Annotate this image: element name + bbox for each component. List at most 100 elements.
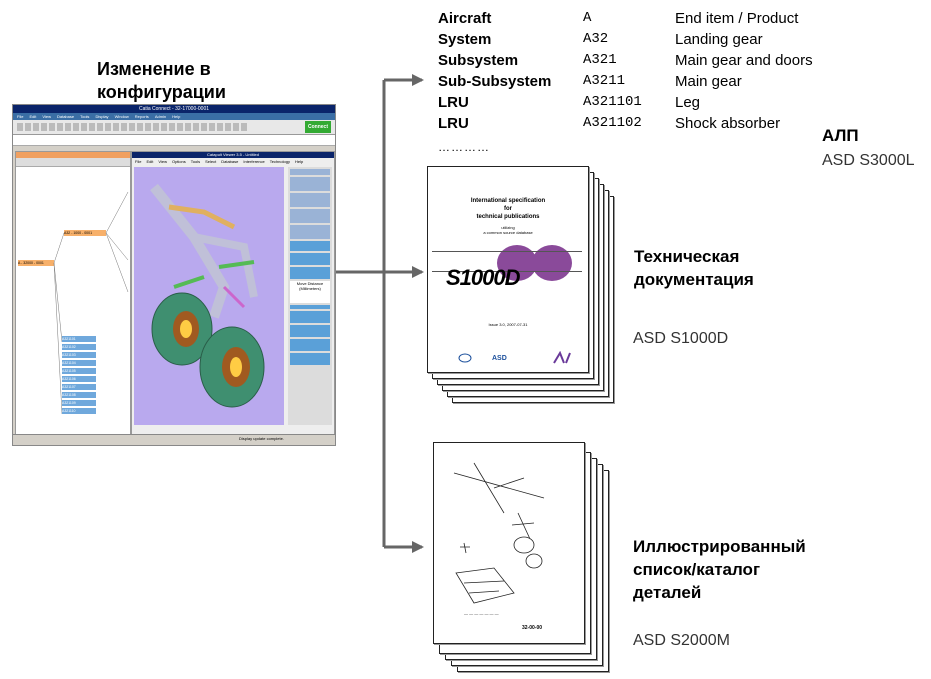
hierarchy-level: Subsystem xyxy=(438,52,519,69)
tree-leaf: A321102 xyxy=(62,344,96,350)
hierarchy-description: Main gear and doors xyxy=(675,52,813,69)
techdoc-standard: ASD S1000D xyxy=(633,330,729,347)
viewer-canvas xyxy=(134,167,284,425)
ipc-standard: ASD S2000M xyxy=(633,632,730,649)
techdoc-title-line-2: документация xyxy=(634,270,754,289)
techdoc-title: Техническая документация xyxy=(634,245,754,291)
cad-menu-edit: Edit xyxy=(29,114,37,119)
s1000d-issue: Issue 3.0, 2007-07-31 xyxy=(488,322,528,327)
s1000d-heading-line: International specification xyxy=(470,198,546,204)
viewer-tool-palette: Move Distance (Millimeters) xyxy=(288,167,332,425)
s1000d-logo: S1000D xyxy=(446,265,521,290)
ipc-title-line-2: список/каталог xyxy=(633,560,761,579)
viewer-menu-edit: Edit xyxy=(146,159,154,164)
tree-lines xyxy=(53,191,129,415)
aecma-logo-icon xyxy=(458,353,472,363)
move-distance-label: Move Distance (Millimeters) xyxy=(290,281,330,303)
hierarchy-row: Aircraft A End item / Product xyxy=(438,8,835,29)
lsa-title: АЛП xyxy=(822,126,859,145)
hierarchy-continuation: ………… xyxy=(438,140,490,154)
hierarchy-description: Leg xyxy=(675,94,701,111)
cad-screenshot: Catia Connect - 32-17000-0001 File Edit … xyxy=(12,104,336,446)
s1000d-subheading-line: utilizing xyxy=(501,225,515,230)
ipc-title-line-1: Иллюстрированный xyxy=(633,537,806,556)
hierarchy-level: Aircraft xyxy=(438,10,492,27)
cad-menu-window: Window xyxy=(114,114,129,119)
hierarchy-row: Sub-Subsystem A3211 Main gear xyxy=(438,71,835,92)
s1000d-heading-line: technical publications xyxy=(476,214,540,220)
viewer-menu-file: File xyxy=(135,159,142,164)
hierarchy-row: LRU A321102 Shock absorber xyxy=(438,113,835,134)
viewer-titlebar: Catapult Viewer 3.5 - Untitled xyxy=(132,152,334,158)
viewer-menu-select: Select xyxy=(205,159,217,164)
ipc-ref: 32-00-00 xyxy=(522,625,543,631)
viewer-menu-view: View xyxy=(158,159,167,164)
hierarchy-code: A3211 xyxy=(583,73,626,89)
cad-menu-tools: Tools xyxy=(80,114,90,119)
cad-toolbar: Connect xyxy=(13,120,335,135)
tree-leaf-list: A321101 A321102 A321103 A321104 A321105 … xyxy=(62,336,96,416)
hierarchy-code: A321 xyxy=(583,52,617,68)
viewer-menu-interference: Interference xyxy=(243,159,265,164)
s1000d-subheading: utilizing a common source database xyxy=(428,225,588,235)
cad-menu-view: View xyxy=(42,114,51,119)
tree-leaf: A321104 xyxy=(62,360,96,366)
connect-button: Connect xyxy=(305,121,331,133)
tree-leaf: A321108 xyxy=(62,392,96,398)
product-tree-panel: A - 32000 - 0001 A32 - 1000 - 0001 A3211… xyxy=(15,151,131,435)
landing-gear-model xyxy=(150,183,265,408)
hierarchy-description: Landing gear xyxy=(675,31,763,48)
ipc-exploded-drawing: — — — — — — — xyxy=(453,462,545,616)
hierarchy-description: End item / Product xyxy=(675,10,799,27)
tree-leaf: A321103 xyxy=(62,352,96,358)
aia-logo-icon xyxy=(553,351,571,364)
tree-leaf: A321110 xyxy=(62,408,96,414)
viewer-menu-options: Options xyxy=(171,159,186,164)
s1000d-heading-line: for xyxy=(504,206,512,212)
hierarchy-table: Aircraft A End item / Product System A32… xyxy=(438,8,835,134)
viewer-menu-technology: Technology xyxy=(269,159,290,164)
tree-leaf: A321107 xyxy=(62,384,96,390)
ipc-title-line-3: деталей xyxy=(633,583,702,602)
status-text: Display update complete. xyxy=(239,436,284,441)
viewer-menu-tools: Tools xyxy=(190,159,201,164)
cad-menu-reports: Reports xyxy=(134,114,149,119)
tree-leaf: A321109 xyxy=(62,400,96,406)
lsa-standard: ASD S3000L xyxy=(822,152,915,169)
hierarchy-description: Main gear xyxy=(675,73,742,90)
ipc-page: — — — — — — — 32-00-00 xyxy=(433,442,585,644)
cad-menu-help: Help xyxy=(172,114,181,119)
tree-root-node: A - 32000 - 0001 xyxy=(18,260,54,266)
config-title-line-2: конфигурации xyxy=(97,82,226,102)
hierarchy-code: A xyxy=(583,10,592,26)
ipc-title: Иллюстрированный список/каталог деталей xyxy=(633,535,806,604)
hierarchy-row: Subsystem A321 Main gear and doors xyxy=(438,50,835,71)
cad-menu-admin: Admin xyxy=(154,114,167,119)
hierarchy-level: LRU xyxy=(438,94,469,111)
cad-menubar: File Edit View Database Tools Display Wi… xyxy=(13,113,335,120)
svg-text:— — — — — — —: — — — — — — — xyxy=(464,611,499,616)
hierarchy-code: A321101 xyxy=(583,94,642,110)
viewer-menu-database: Database xyxy=(221,159,239,164)
tree-leaf: A321101 xyxy=(62,336,96,342)
hierarchy-code: A32 xyxy=(583,31,609,47)
cad-titlebar: Catia Connect - 32-17000-0001 xyxy=(13,105,335,113)
techdoc-title-line-1: Техническая xyxy=(634,247,740,266)
tree-node: A32 - 1000 - 0001 xyxy=(64,230,106,236)
viewer-menubar: File Edit View Options Tools Select Data… xyxy=(132,158,334,165)
cad-addressbar xyxy=(13,135,335,146)
s1000d-subheading-line: a common source database xyxy=(483,230,533,235)
config-title-line-1: Изменение в xyxy=(97,59,211,79)
hierarchy-description: Shock absorber xyxy=(675,115,781,132)
cad-statusbar: Display update complete. xyxy=(13,434,335,445)
config-change-title: Изменение в конфигурации xyxy=(97,58,297,104)
tree-leaf: A321105 xyxy=(62,368,96,374)
viewer-panel: Catapult Viewer 3.5 - Untitled File Edit… xyxy=(131,151,335,435)
hierarchy-level: LRU xyxy=(438,115,469,132)
asd-logo: ASD xyxy=(492,355,507,362)
s1000d-heading: International specification for technica… xyxy=(428,197,588,221)
hierarchy-code: A321102 xyxy=(583,115,642,131)
tree-leaf: A321106 xyxy=(62,376,96,382)
hierarchy-level: Sub-Subsystem xyxy=(438,73,552,90)
